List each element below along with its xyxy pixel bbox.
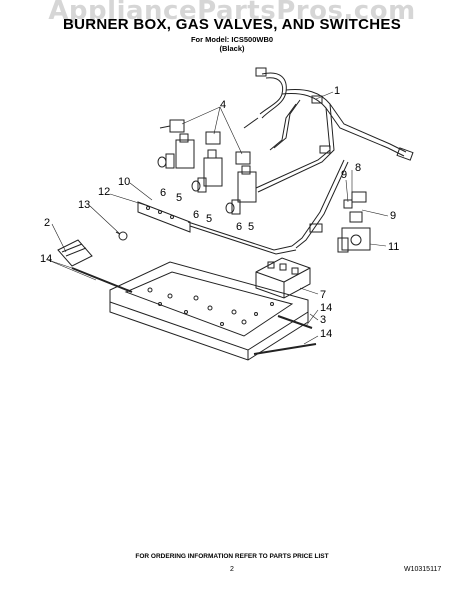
- callout-5a: 5: [176, 192, 182, 204]
- tube-fitting: [255, 67, 267, 77]
- callout-10: 10: [118, 176, 130, 188]
- switch-washer: [191, 180, 201, 192]
- callout-3: 3: [320, 314, 326, 326]
- gas-regulator: [337, 211, 371, 253]
- callout-labels: 1 4 8 9 9 10 12 13 2 14 6 5 6 5 6 5 11 7…: [40, 85, 399, 340]
- burner-switch: [165, 153, 175, 169]
- page-number: 2: [230, 566, 234, 573]
- tube-fitting: [351, 191, 367, 203]
- trim-strip: [71, 267, 133, 293]
- callout-8: 8: [355, 162, 361, 174]
- callout-6c: 6: [236, 221, 242, 233]
- page-title: BURNER BOX, GAS VALVES, AND SWITCHES: [62, 16, 402, 33]
- callout-12: 12: [98, 186, 110, 198]
- callout-11: 11: [388, 241, 399, 253]
- burner-box: [109, 261, 309, 361]
- callout-9b: 9: [390, 210, 396, 222]
- burner-switch: [197, 177, 207, 193]
- trim-strip: [277, 315, 313, 329]
- gas-valve-right: [235, 151, 257, 203]
- callout-14c: 14: [320, 328, 332, 340]
- callout-4: 4: [220, 99, 226, 111]
- watermark: AppliancePartsPros.com: [48, 0, 416, 26]
- callout-13: 13: [78, 199, 90, 211]
- tube-fitting: [311, 95, 323, 104]
- burner-switch: [231, 199, 241, 215]
- tube-fitting: [319, 145, 331, 154]
- callout-14b: 14: [320, 302, 332, 314]
- gas-manifold-tube: [187, 72, 407, 255]
- knob-bracket: [57, 239, 93, 267]
- spark-module: [255, 257, 311, 299]
- callout-6a: 6: [160, 187, 166, 199]
- callout-5c: 5: [248, 221, 254, 233]
- callout-1: 1: [334, 85, 340, 97]
- trim-strip: [253, 343, 317, 355]
- screw: [115, 231, 128, 241]
- document-number: W10315117: [404, 566, 442, 573]
- model-number: For Model: ICS500WB0: [190, 35, 274, 44]
- leader-lines: [47, 91, 389, 345]
- callout-6b: 6: [193, 209, 199, 221]
- switch-washer: [225, 202, 235, 214]
- gas-valve-left: [159, 119, 195, 169]
- model-color: (Black): [219, 44, 245, 53]
- callout-7: 7: [320, 289, 326, 301]
- switch-washer: [157, 156, 167, 168]
- callout-5b: 5: [206, 213, 212, 225]
- valve-bracket: [137, 201, 191, 233]
- gas-valve-center: [203, 131, 223, 187]
- callout-14: 14: [40, 253, 52, 265]
- ordering-note: FOR ORDERING INFORMATION REFER TO PARTS …: [135, 553, 329, 560]
- callout-9: 9: [341, 169, 347, 181]
- tube-fitting: [396, 147, 414, 161]
- callout-2: 2: [44, 217, 50, 229]
- tube-fitting: [309, 223, 323, 233]
